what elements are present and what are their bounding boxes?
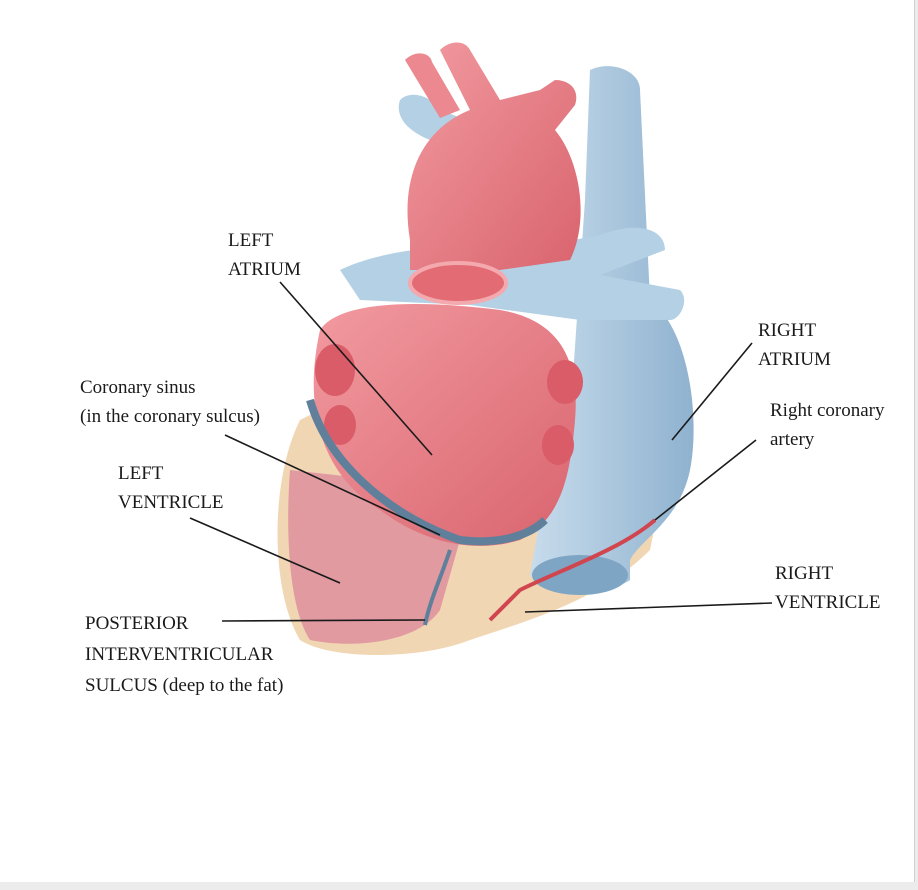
aorta: [407, 42, 581, 270]
leader-right-atrium: [671, 342, 753, 441]
pulmonary-vein-opening: [542, 425, 574, 465]
label-line: Coronary sinus: [80, 377, 196, 398]
leader-left-atrium: [279, 281, 433, 456]
label-line: INTERVENTRICULAR: [85, 644, 274, 665]
leader-right-coronary-artery: [654, 439, 757, 521]
label-line: RIGHT: [758, 320, 817, 341]
label-line: (in the coronary sulcus): [80, 406, 260, 427]
label-line: ATRIUM: [758, 349, 831, 370]
posterior-interventricular-branch: [423, 549, 452, 626]
label-line: LEFT: [118, 463, 164, 484]
leader-posterior-sulcus: [221, 619, 426, 622]
aorta-opening: [408, 261, 508, 305]
aortic-branch: [405, 53, 460, 118]
coronary-artery: [488, 518, 657, 622]
label-line: POSTERIOR: [85, 613, 189, 634]
label-line: VENTRICLE: [118, 492, 224, 513]
superior-vena-cava: [530, 66, 694, 592]
label-line: SULCUS (deep to the fat): [85, 675, 284, 696]
label-line: VENTRICLE: [775, 592, 881, 613]
label-right-coronary-artery: Right coronary artery: [770, 396, 885, 454]
label-right-atrium: RIGHT ATRIUM: [758, 316, 831, 374]
coronary-sinus-vessel: [306, 398, 548, 546]
leader-lines: [189, 281, 773, 622]
pulmonary-vein-opening: [324, 405, 356, 445]
label-line: Right coronary: [770, 400, 885, 421]
label-line: RIGHT: [775, 563, 834, 584]
leader-right-ventricle: [524, 602, 773, 613]
label-left-ventricle: LEFT VENTRICLE: [118, 459, 224, 517]
pulmonary-vein-opening: [547, 360, 583, 404]
label-line: ATRIUM: [228, 259, 301, 280]
label-line: LEFT: [228, 230, 274, 251]
leader-left-ventricle: [189, 517, 341, 584]
label-right-ventricle: RIGHT VENTRICLE: [775, 559, 881, 617]
ivc-opening: [532, 555, 628, 595]
label-coronary-sinus: Coronary sinus (in the coronary sulcus): [80, 373, 260, 431]
left-atrium-shape: [313, 304, 576, 546]
pulmonary-vein-opening: [315, 344, 355, 396]
leader-coronary-sinus: [224, 434, 441, 536]
label-line: artery: [770, 429, 815, 450]
label-posterior-interventricular-sulcus: POSTERIOR INTERVENTRICULAR SULCUS (deep …: [85, 608, 283, 701]
label-left-atrium: LEFT ATRIUM: [228, 226, 301, 284]
